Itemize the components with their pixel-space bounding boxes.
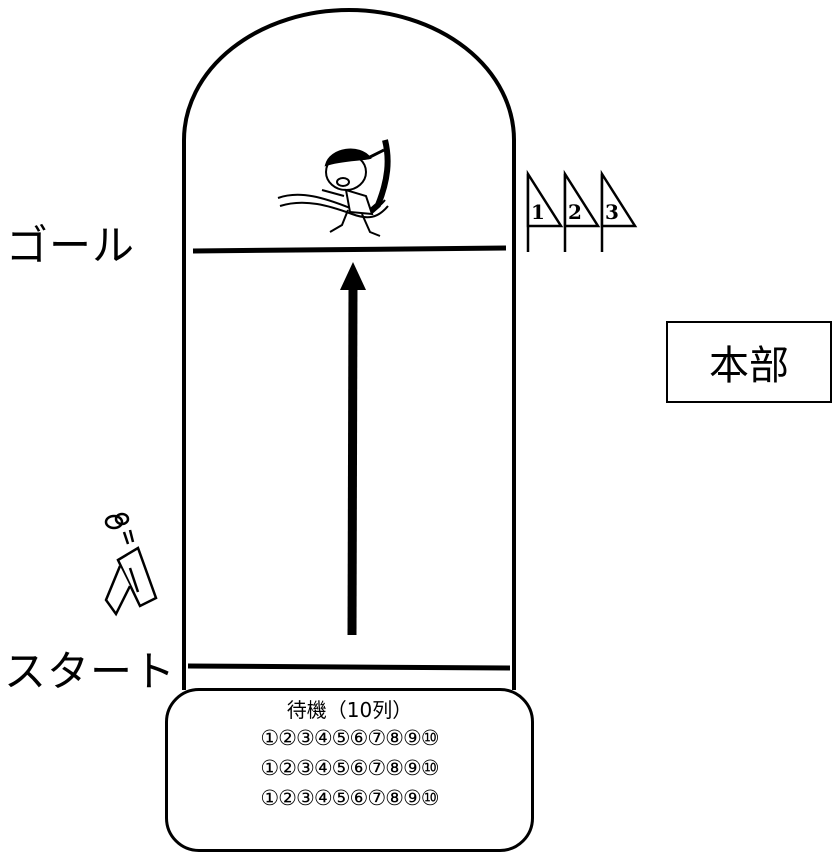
- flag-number-3: 3: [605, 200, 619, 224]
- track-outline: [182, 8, 516, 690]
- start-label: スタート: [4, 647, 177, 696]
- waiting-row: ①②③④⑤⑥⑦⑧⑨⑩: [260, 726, 439, 750]
- goal-label: ゴール: [6, 221, 136, 270]
- waiting-title: 待機（10列）: [286, 698, 413, 722]
- waiting-area: 待機（10列） ①②③④⑤⑥⑦⑧⑨⑩ ①②③④⑤⑥⑦⑧⑨⑩ ①②③④⑤⑥⑦⑧⑨⑩: [165, 688, 534, 852]
- finishing-runner-icon: [277, 139, 391, 237]
- headquarters-label: 本部: [709, 343, 789, 389]
- start-line: [187, 663, 511, 671]
- waiting-row: ①②③④⑤⑥⑦⑧⑨⑩: [260, 786, 439, 810]
- direction-arrow-icon: [340, 262, 366, 636]
- flag-number-1: 1: [531, 200, 545, 224]
- starter-pistol-icon: [104, 512, 158, 617]
- waiting-row: ①②③④⑤⑥⑦⑧⑨⑩: [260, 756, 439, 780]
- rank-flag-icon: [526, 169, 638, 252]
- flag-number-2: 2: [568, 200, 582, 224]
- goal-line: [192, 245, 507, 254]
- headquarters-box: 本部: [666, 321, 832, 403]
